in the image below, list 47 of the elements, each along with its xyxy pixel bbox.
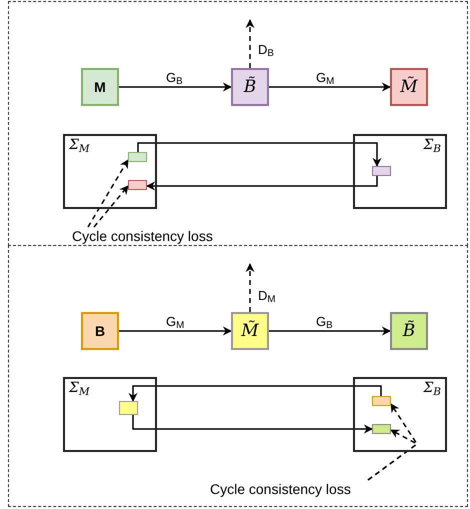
dashed-arrow bbox=[246, 263, 254, 312]
container-box bbox=[63, 377, 157, 452]
arrow bbox=[269, 82, 391, 92]
math-label: Σ$_{B}$ bbox=[423, 379, 441, 397]
math-label: Σ$_{B}$ bbox=[423, 136, 441, 154]
arrow bbox=[119, 326, 232, 336]
dashed-arrow bbox=[368, 429, 418, 481]
math-label: Σ$_{M}$ bbox=[69, 136, 90, 154]
container-box bbox=[63, 134, 157, 209]
edge-label: G$_{B}$ bbox=[316, 314, 333, 330]
edge-label: G$_{M}$ bbox=[316, 70, 334, 86]
node-label: M bbox=[94, 80, 106, 94]
dashed-arrow bbox=[246, 19, 254, 68]
arrow bbox=[119, 82, 232, 92]
edge-label: G$_{M}$ bbox=[166, 314, 184, 330]
node-label: B̃ bbox=[402, 322, 416, 340]
node-label: B bbox=[94, 324, 106, 338]
container-box bbox=[353, 134, 447, 209]
edge-label: D$_{B}$ bbox=[258, 42, 274, 58]
node-label: M̃ bbox=[241, 322, 259, 340]
edge-label: G$_{B}$ bbox=[166, 70, 183, 86]
node-label: B̃ bbox=[244, 78, 256, 96]
math-label: Σ$_{M}$ bbox=[69, 379, 90, 397]
arrow bbox=[146, 176, 378, 190]
annotation-text: Cycle consistency loss bbox=[72, 227, 244, 245]
process-box bbox=[81, 68, 119, 106]
arrow bbox=[128, 385, 382, 402]
small-box bbox=[119, 401, 138, 415]
arrow bbox=[137, 142, 382, 167]
edge-label: D$_{M}$ bbox=[258, 288, 276, 304]
process-box bbox=[231, 68, 269, 106]
node-label: M̃ bbox=[400, 78, 418, 96]
small-box bbox=[372, 396, 391, 406]
process-box bbox=[390, 68, 428, 106]
annotation-text: Cycle consistency loss bbox=[210, 480, 382, 498]
process-box bbox=[81, 312, 119, 350]
small-box bbox=[128, 152, 147, 162]
process-box bbox=[390, 312, 428, 350]
dashed-arrow bbox=[87, 159, 129, 228]
arrow bbox=[269, 326, 391, 336]
arrow bbox=[132, 415, 373, 434]
container-box bbox=[353, 377, 447, 452]
dashed-arrow bbox=[93, 185, 129, 228]
small-box bbox=[372, 166, 391, 176]
process-box bbox=[231, 312, 269, 350]
small-box bbox=[128, 180, 147, 190]
small-box bbox=[372, 424, 391, 434]
